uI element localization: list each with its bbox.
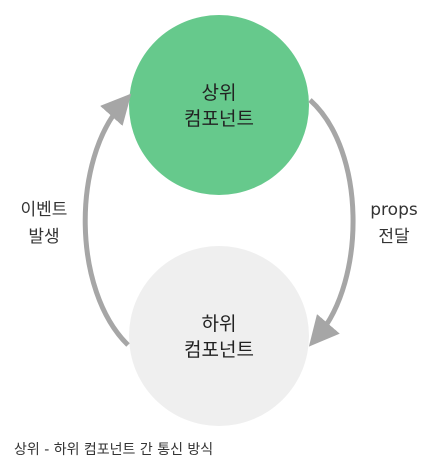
props-arrow bbox=[308, 98, 356, 347]
event-label-line1: 이벤트 bbox=[21, 200, 68, 220]
diagram-caption: 상위 - 하위 컴포넌트 간 통신 방식 bbox=[14, 442, 214, 458]
event-label-line2: 발생 bbox=[28, 227, 59, 247]
parent-node-label-line1: 상위 bbox=[202, 82, 237, 104]
props-label-line2: 전달 bbox=[378, 227, 410, 247]
parent-component-node bbox=[129, 15, 309, 195]
child-component-node bbox=[129, 246, 309, 426]
event-arrow bbox=[82, 93, 132, 347]
child-node-label-line2: 컴포넌트 bbox=[184, 339, 254, 361]
parent-node-label-line2: 컴포넌트 bbox=[184, 108, 254, 130]
props-label-line1: props bbox=[370, 200, 418, 220]
child-node-label-line1: 하위 bbox=[202, 313, 237, 335]
